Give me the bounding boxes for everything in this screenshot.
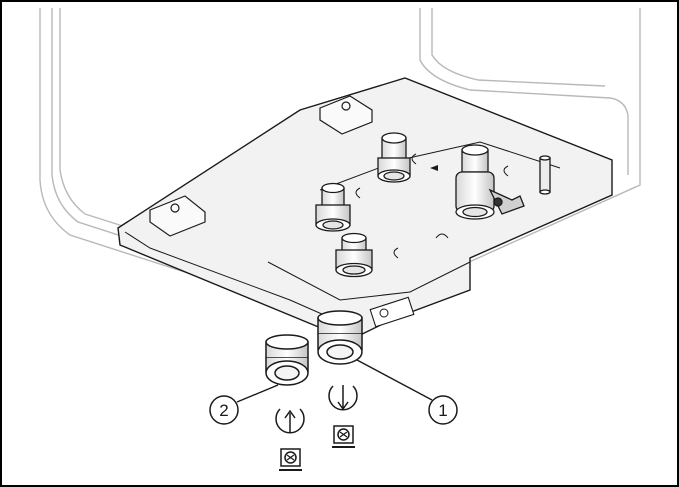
- fitting-c: [335, 232, 373, 278]
- label-plate: [369, 296, 415, 328]
- fitting-b: [315, 182, 351, 232]
- leader-line-1: [356, 359, 433, 401]
- screw-icon: [341, 101, 351, 111]
- callout-1: 1: [428, 395, 458, 425]
- heating-circuit-icon: [379, 308, 389, 318]
- upper-fittings: [315, 132, 551, 278]
- heating-circuit-icon: [332, 425, 355, 448]
- mounting-bracket-left: [149, 195, 206, 237]
- connection-panel: [117, 77, 613, 341]
- mounting-bracket-top: [319, 95, 373, 135]
- arrow-up-icon: [284, 409, 296, 432]
- flow-in-symbol: [328, 385, 358, 448]
- gas-valve: [455, 144, 525, 220]
- screw-icon: [170, 203, 180, 213]
- connection-left: [265, 334, 309, 386]
- flow-arc: [275, 408, 305, 434]
- drain-pipe: [539, 155, 551, 195]
- arrow-down-icon: [337, 385, 349, 411]
- fitting-a: [377, 132, 411, 183]
- callout-1-label: 1: [438, 401, 447, 420]
- leader-line-2: [236, 384, 279, 403]
- flow-out-symbol: [275, 408, 305, 471]
- callout-2: 2: [209, 395, 239, 425]
- connection-right: [317, 310, 363, 365]
- callout-2-label: 2: [219, 401, 228, 420]
- heating-circuit-icon: [279, 448, 302, 471]
